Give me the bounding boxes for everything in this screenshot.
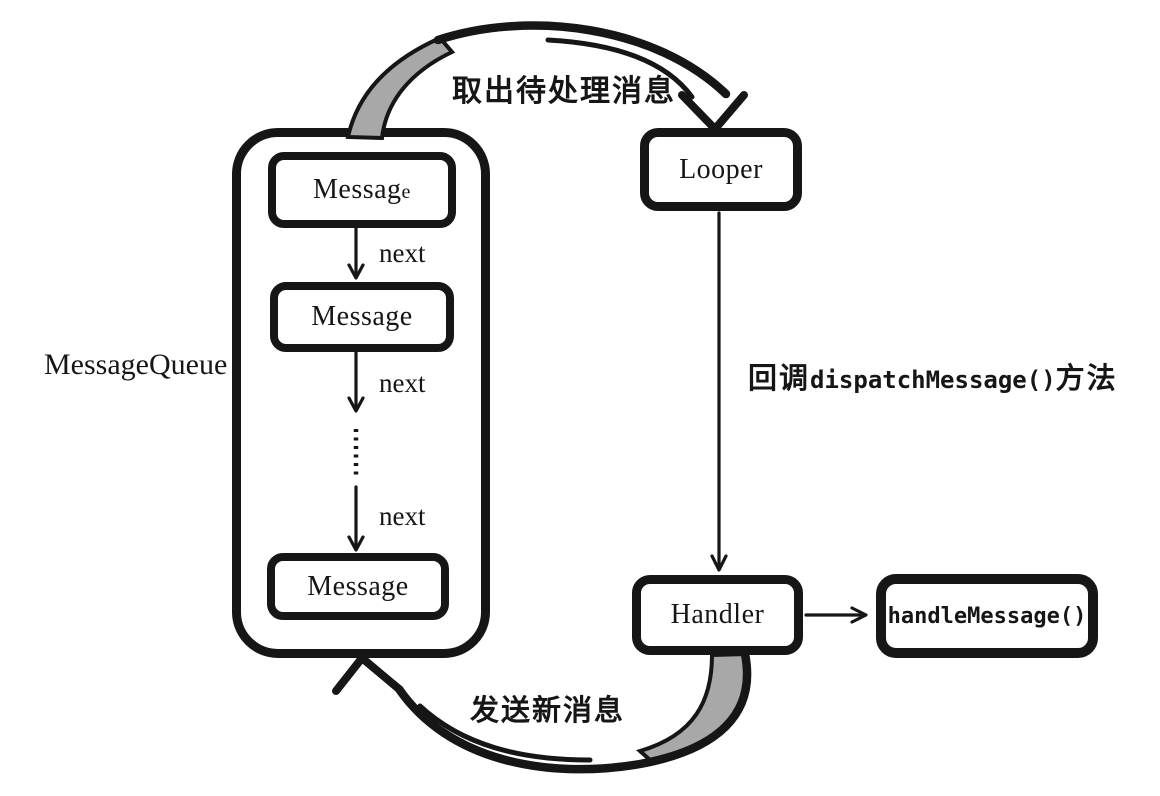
- message-node-1-label: Message: [313, 174, 411, 205]
- message-node-3: Message: [267, 553, 449, 620]
- looper-label: Looper: [679, 153, 763, 185]
- message-queue-label: MessageQueue: [44, 348, 228, 381]
- handle-message-label: handleMessage(): [887, 603, 1087, 629]
- dispatch-edge-suffix: 方法: [1055, 363, 1118, 395]
- message-node-2-label: Message: [311, 301, 413, 332]
- looper-node: Looper: [640, 128, 802, 211]
- fetch-edge-label: 取出待处理消息: [452, 75, 676, 108]
- dispatch-edge-code: dispatchMessage(): [810, 366, 1056, 394]
- next-label-2: next: [379, 368, 426, 398]
- send-arrow-head-icon: [332, 652, 403, 695]
- handle-message-node: handleMessage(): [876, 574, 1098, 658]
- next-label-3: next: [379, 501, 426, 531]
- handle-arrow: [804, 606, 868, 624]
- handler-label: Handler: [670, 599, 765, 630]
- message-node-2: Message: [270, 282, 454, 352]
- handler-node: Handler: [632, 575, 803, 655]
- send-edge-label: 发送新消息: [470, 695, 626, 727]
- send-arc-ribbon: [635, 651, 751, 763]
- fetch-arc-ribbon: [345, 35, 456, 141]
- fetch-arrow-head-icon: [678, 91, 748, 135]
- message-node-3-label: Message: [307, 570, 409, 602]
- next-label-1: next: [379, 238, 426, 268]
- dispatch-edge-prefix: 回调: [748, 363, 811, 395]
- message-node-1: Message: [268, 152, 456, 228]
- dispatch-arrow: [710, 211, 728, 572]
